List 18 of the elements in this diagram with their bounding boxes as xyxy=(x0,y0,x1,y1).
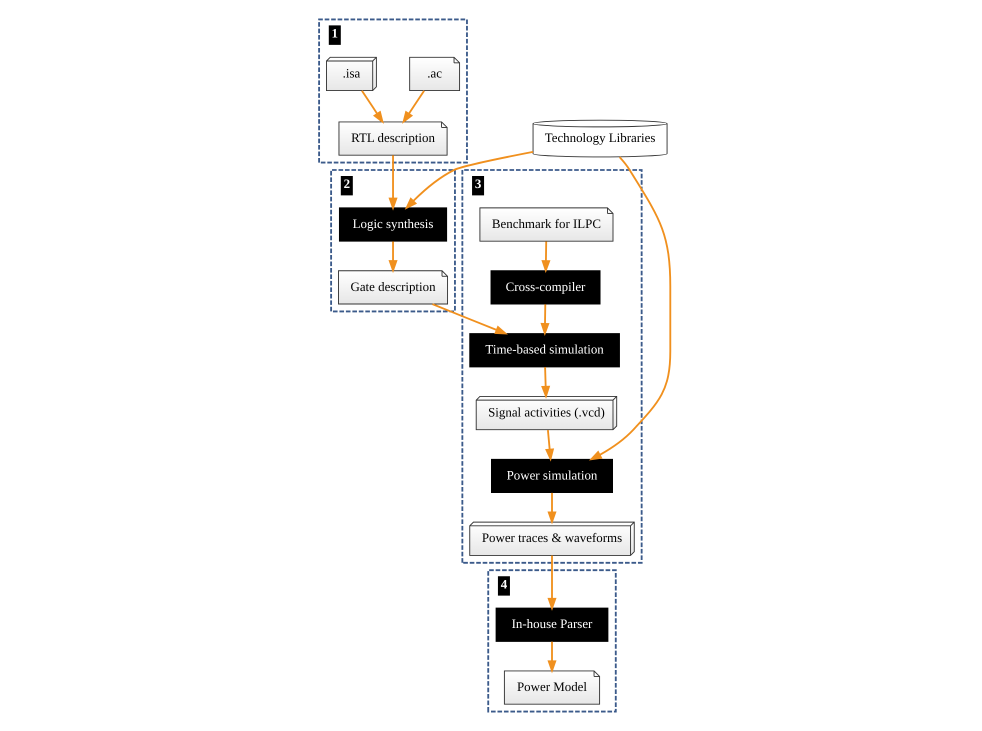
arrow xyxy=(547,642,557,674)
arrow xyxy=(388,155,398,211)
arrow xyxy=(402,90,425,124)
node-box: In-house Parser xyxy=(496,608,608,642)
node-box: Time-based simulation xyxy=(469,333,620,368)
arrow xyxy=(388,241,398,274)
arrow xyxy=(541,241,550,274)
node-box: Logic synthesis xyxy=(338,207,448,242)
arrow xyxy=(547,556,557,611)
arrow xyxy=(545,430,554,462)
arrow xyxy=(540,304,550,336)
node-box: Cross-compiler xyxy=(490,270,601,304)
arrow xyxy=(361,90,384,124)
node-box: Power simulation xyxy=(491,458,613,494)
arrow xyxy=(404,150,534,210)
arrow xyxy=(588,156,672,461)
arrow xyxy=(547,492,557,525)
arrow xyxy=(541,367,550,399)
